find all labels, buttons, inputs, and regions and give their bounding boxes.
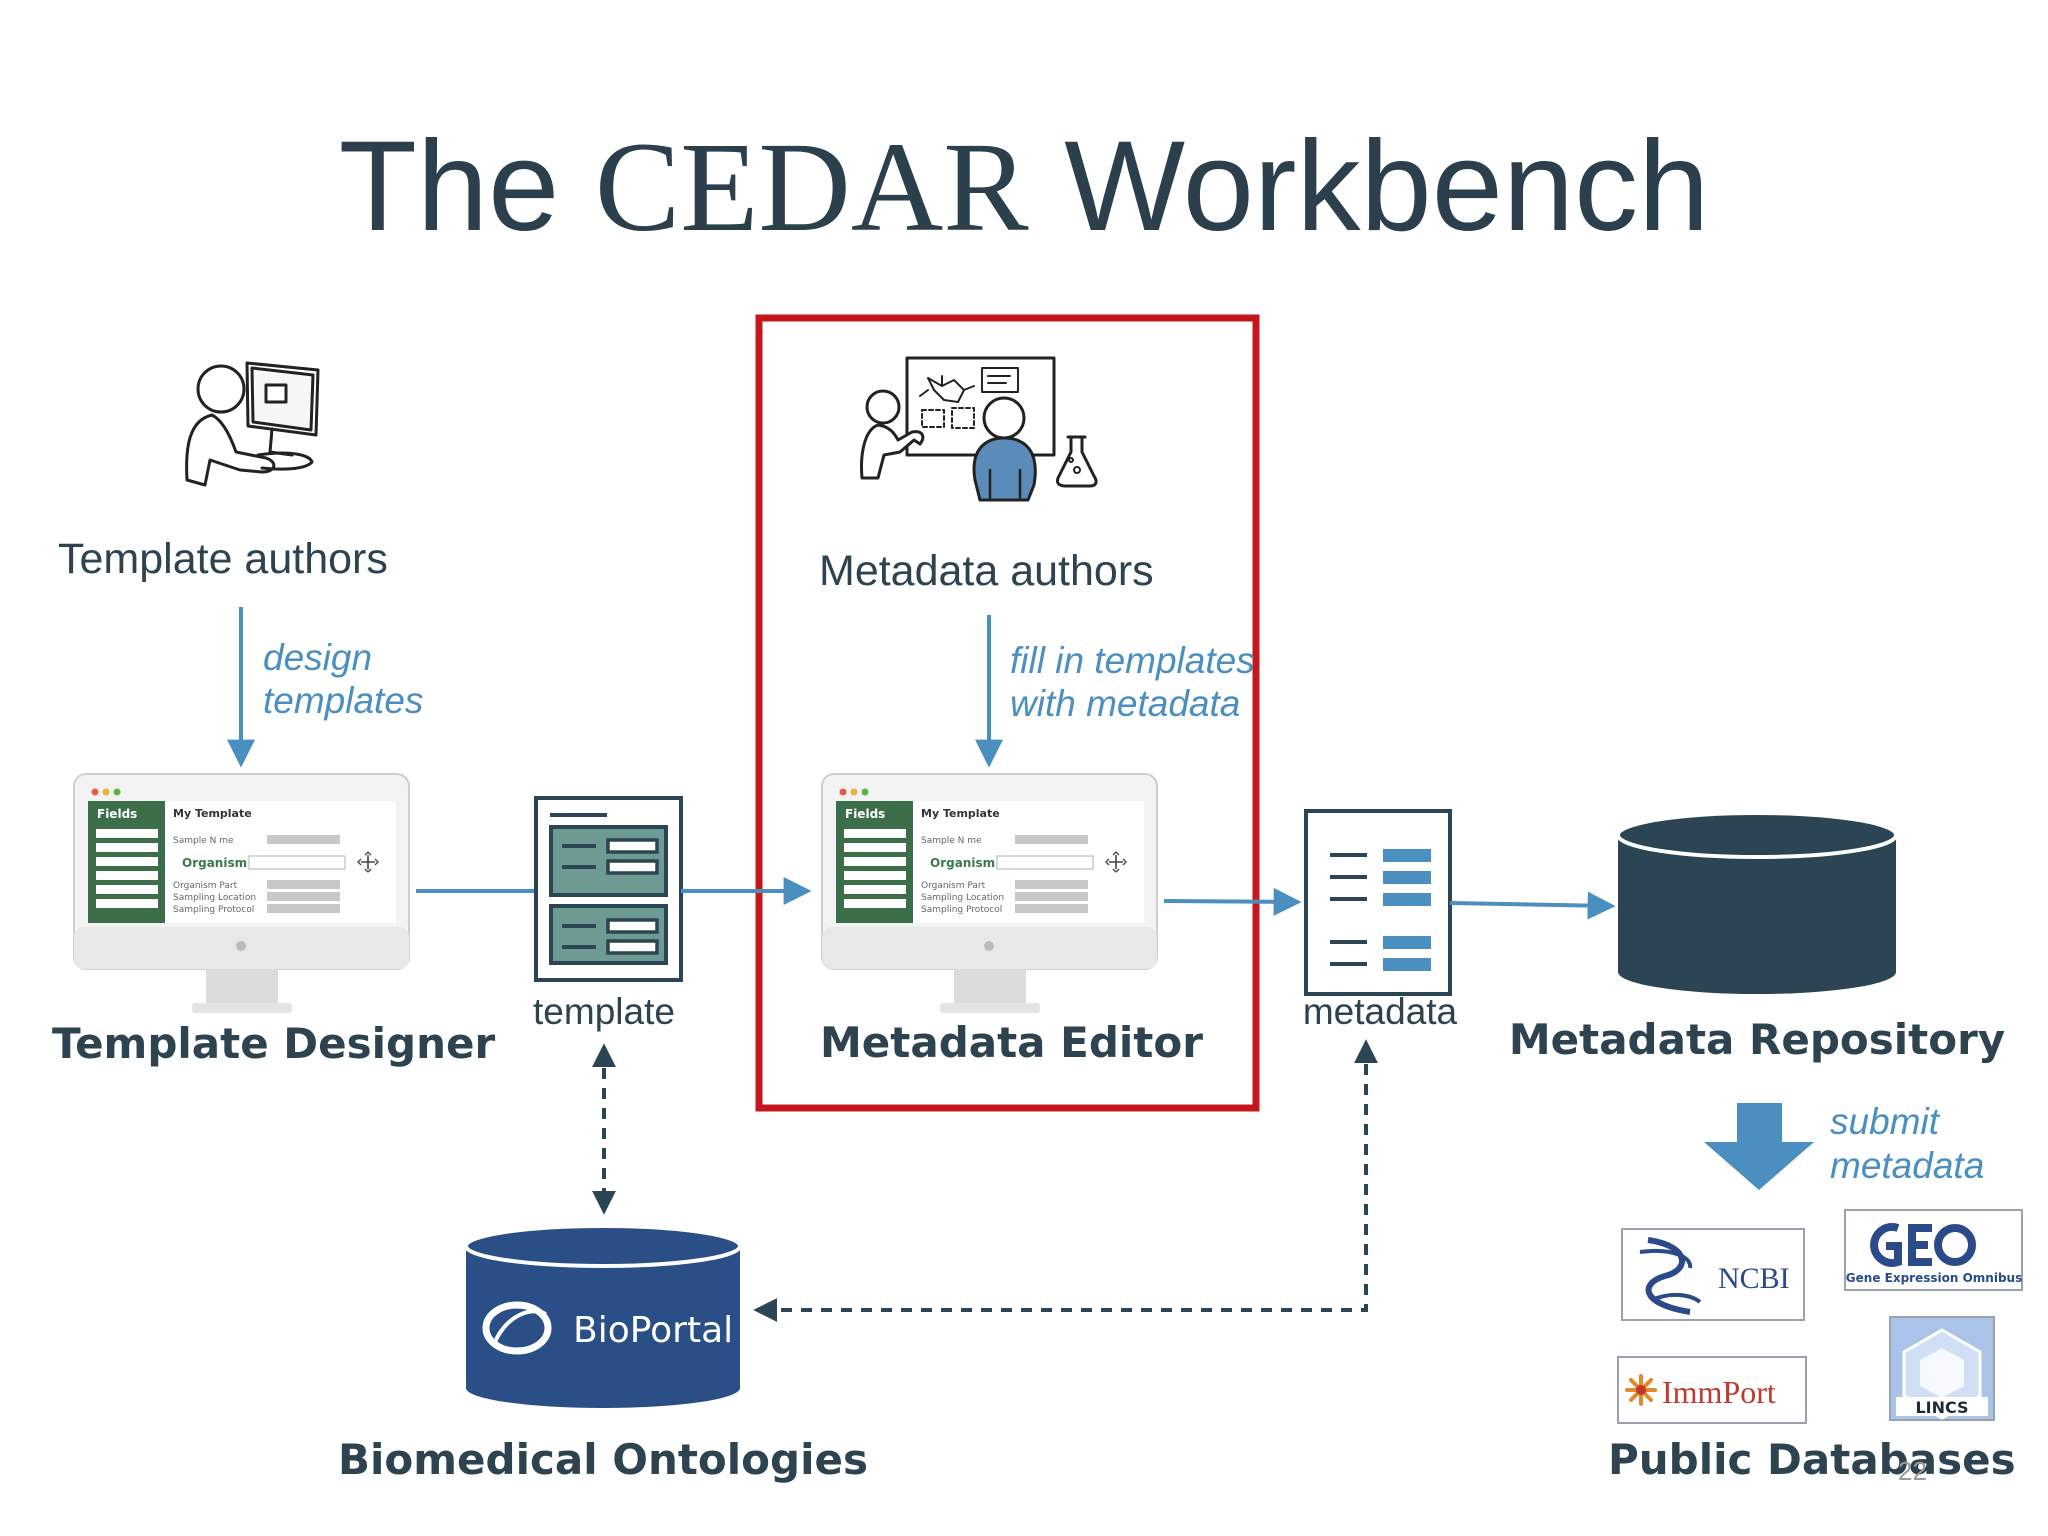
ncbi-logo: NCBI [1621, 1228, 1805, 1321]
svg-text:Organism: Organism [930, 856, 995, 870]
template-author-icon [185, 361, 320, 487]
metadata-ontology-link [753, 1039, 1378, 1322]
geo-logo: Gene Expression Omnibus [1844, 1209, 2023, 1291]
bioportal-cylinder: BioPortal [464, 1224, 742, 1408]
bioportal-ring-icon [482, 1301, 552, 1355]
svg-text:Sampling Protocol: Sampling Protocol [173, 905, 254, 915]
slide-title: The CEDAR Workbench [339, 115, 1710, 258]
svg-text:Organism Part: Organism Part [921, 881, 986, 891]
fill-templates-label-1: fill in templates [1010, 640, 1255, 681]
immport-logo: ImmPort [1617, 1356, 1807, 1424]
svg-text:NCBI: NCBI [1718, 1262, 1790, 1295]
metadata-label: metadata [1303, 991, 1458, 1032]
svg-text:Fields: Fields [97, 807, 137, 821]
metadata-editor-screen: Fields My Template Sample N me Organism … [821, 773, 1158, 1014]
submit-metadata-label-1: submit [1830, 1101, 1941, 1142]
svg-text:Sampling Protocol: Sampling Protocol [921, 905, 1002, 915]
editor-to-metadata-arrow [1163, 887, 1302, 916]
svg-text:ImmPort: ImmPort [1662, 1374, 1776, 1410]
page-number: 22 [1898, 1456, 1927, 1486]
svg-text:My Template: My Template [173, 807, 252, 820]
svg-text:Gene Expression Omnibus: Gene Expression Omnibus [1846, 1271, 2022, 1285]
design-templates-label-2: templates [263, 680, 423, 721]
lincs-logo: LINCS [1889, 1316, 1995, 1421]
metadata-repository-cylinder [1616, 811, 1898, 994]
metadata-repository-label: Metadata Repository [1509, 1015, 2005, 1064]
svg-text:My Template: My Template [921, 807, 1000, 820]
svg-text:Sampling Location: Sampling Location [921, 893, 1004, 903]
submit-metadata-arrow [1704, 1103, 1814, 1190]
template-label: template [533, 991, 675, 1032]
svg-text:Sampling Location: Sampling Location [173, 893, 256, 903]
metadata-to-repository-arrow [1449, 891, 1616, 920]
template-designer-label: Template Designer [52, 1019, 496, 1068]
submit-metadata-label-2: metadata [1830, 1145, 1984, 1186]
template-document-icon [534, 796, 683, 982]
design-templates-label-1: design [263, 637, 372, 678]
template-authors-label: Template authors [58, 535, 388, 583]
svg-text:Organism Part: Organism Part [173, 881, 238, 891]
metadata-document-icon [1304, 809, 1452, 996]
metadata-editor-label: Metadata Editor [820, 1018, 1203, 1067]
template-designer-screen: Fields My Template Sample N me Organism … [73, 773, 410, 1014]
svg-text:Sample N me: Sample N me [921, 836, 982, 846]
svg-text:Sample N me: Sample N me [173, 836, 234, 846]
biomedical-ontologies-label: Biomedical Ontologies [338, 1435, 868, 1484]
metadata-authors-label: Metadata authors [819, 547, 1154, 595]
svg-text:Organism: Organism [182, 856, 247, 870]
svg-text:LINCS: LINCS [1915, 1398, 1968, 1417]
fill-templates-label-2: with metadata [1010, 683, 1240, 724]
svg-text:Fields: Fields [845, 807, 885, 821]
metadata-author-icon [860, 356, 1098, 502]
bioportal-logo-text: BioPortal [573, 1310, 733, 1351]
public-databases-label: Public Databases [1608, 1435, 2016, 1484]
